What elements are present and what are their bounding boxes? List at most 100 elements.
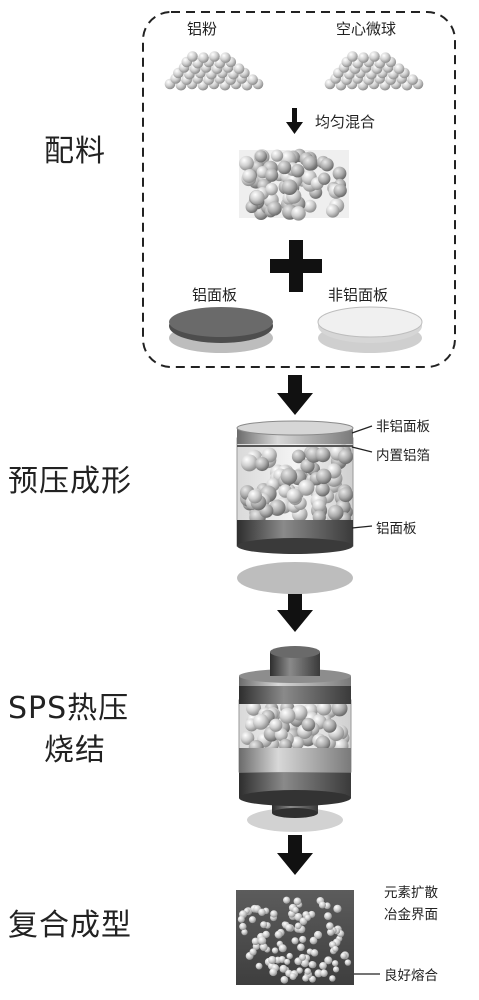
sphere (285, 923, 293, 932)
mix-arrow (286, 108, 303, 134)
composite-block (236, 890, 354, 985)
sphere (299, 935, 307, 943)
sphere (333, 904, 342, 913)
sphere (240, 454, 258, 472)
sphere (319, 961, 327, 970)
label-aluminum-face-plate: 铝面板 (192, 286, 238, 304)
sphere (344, 959, 352, 966)
sphere (332, 966, 340, 973)
sphere (220, 52, 231, 63)
sphere (298, 953, 307, 961)
sphere (248, 916, 256, 924)
label-uniform-mixing: 均匀混合 (315, 113, 376, 131)
sphere (315, 447, 331, 463)
aluminum-powder-pile (164, 51, 264, 91)
arrow-down-2-icon (277, 592, 313, 632)
sphere (251, 937, 260, 946)
aluminum-face-plate (169, 307, 273, 353)
sphere (252, 713, 269, 730)
sphere (358, 52, 369, 63)
result-label-line2: 冶金界面 (384, 907, 438, 923)
stage-title-sps-line1: SPS热压 (8, 691, 130, 726)
sphere (331, 700, 348, 717)
sphere (239, 155, 254, 171)
sphere (269, 968, 278, 977)
sphere (250, 190, 265, 205)
sphere (333, 183, 347, 198)
sphere (407, 74, 419, 85)
sphere (313, 930, 323, 940)
sphere (316, 700, 332, 716)
sphere (304, 914, 311, 921)
sphere (283, 896, 291, 904)
sphere (254, 150, 268, 163)
stage-title-batching: 配料 (44, 134, 106, 169)
sphere (327, 928, 335, 936)
sphere (280, 976, 289, 984)
preform-cylinder (236, 420, 354, 594)
sphere (329, 975, 336, 982)
sphere (246, 700, 262, 716)
sphere (322, 719, 337, 733)
result-label-line1: 元素扩散 (384, 885, 438, 901)
sphere (331, 960, 339, 967)
sphere (312, 499, 326, 513)
sphere (338, 487, 354, 503)
sphere (255, 962, 263, 970)
sphere (268, 955, 277, 965)
sphere (237, 915, 245, 923)
sphere (301, 717, 316, 732)
sphere (271, 947, 279, 954)
sphere (274, 930, 283, 939)
sphere (265, 182, 278, 196)
sphere (277, 160, 292, 175)
sphere (291, 206, 306, 221)
plus-icon (270, 240, 322, 292)
sphere (284, 958, 291, 965)
sphere (298, 479, 315, 496)
sphere (270, 910, 278, 918)
sphere (270, 149, 284, 162)
sphere (310, 949, 319, 957)
sphere (242, 169, 257, 184)
sps-press (238, 646, 352, 832)
batching-frame (142, 11, 456, 368)
sphere (300, 458, 315, 474)
sphere (327, 504, 344, 521)
sphere (324, 912, 332, 921)
sphere (309, 936, 318, 945)
sphere (302, 155, 318, 171)
sphere (300, 958, 309, 968)
sphere (318, 901, 326, 909)
label-non-aluminum-face-plate: 非铝面板 (328, 286, 389, 304)
stage-title-composite: 复合成型 (8, 908, 132, 943)
sphere (278, 944, 287, 953)
sphere (332, 166, 347, 181)
sphere (315, 735, 331, 751)
sphere (291, 449, 306, 464)
sphere (320, 969, 328, 977)
sphere (258, 908, 266, 917)
sphere (279, 964, 288, 973)
sphere (267, 201, 282, 216)
mixed-powder-block (239, 148, 349, 221)
sphere (280, 467, 298, 485)
sphere (292, 906, 299, 914)
sphere (318, 172, 331, 185)
sphere (332, 945, 339, 953)
sphere (303, 199, 317, 213)
sphere (264, 168, 279, 182)
sphere (315, 482, 330, 497)
preform-label-bottom: 铝面板 (376, 521, 417, 537)
result-label-bottom: 良好熔合 (384, 968, 438, 984)
sphere (337, 448, 353, 465)
sphere (260, 921, 268, 929)
sphere (249, 948, 257, 956)
hollow-microsphere-pile (324, 51, 424, 91)
sphere (248, 489, 263, 504)
sphere (290, 736, 304, 750)
sphere (286, 952, 293, 960)
sphere (302, 974, 310, 982)
sphere (258, 936, 267, 945)
